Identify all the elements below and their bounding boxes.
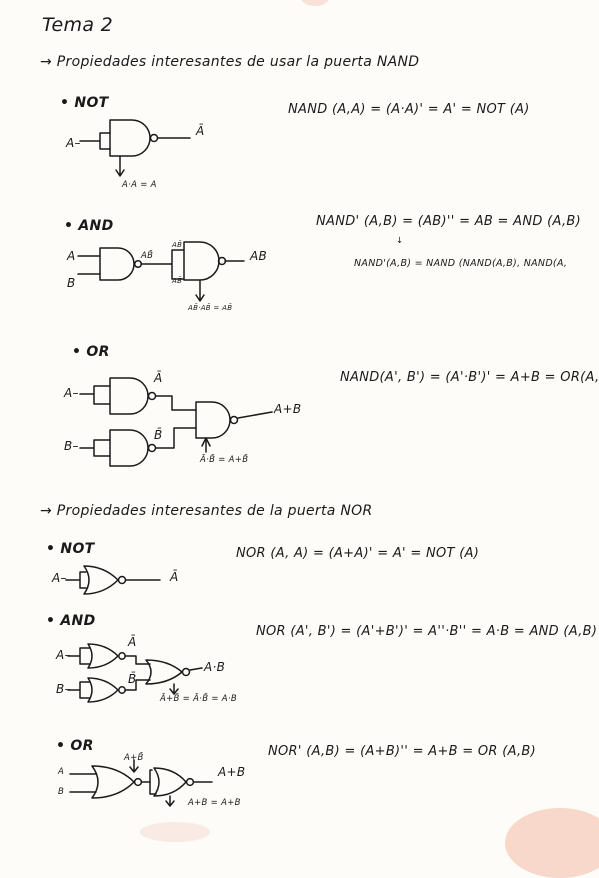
- nor-not-output: Ā: [170, 570, 179, 584]
- nor-and-input-b: B–: [56, 682, 71, 696]
- nor-or-note: A+B = A+B: [188, 798, 241, 808]
- nor-not-equation: NOR (A, A) = (A+A)' = A' = NOT (A): [236, 546, 480, 561]
- nand-or-gate-a: [79, 377, 157, 415]
- nand-section-heading: → Propiedades interesantes de usar la pu…: [40, 54, 420, 70]
- nor-and-label: • AND: [46, 613, 96, 629]
- nand-or-equation: NAND(A', B') = (A'·B')' = A+B = OR(A,B: [340, 370, 599, 385]
- nand-or-a-bar: Ā: [154, 371, 163, 385]
- nor-and-output: A·B: [204, 660, 226, 674]
- nand-and-note: AB̄·AB̄ = AB̄: [188, 304, 233, 312]
- nor-or-label: • OR: [56, 738, 94, 754]
- nor-and-gate-a: [67, 643, 126, 669]
- nand-and-wire-label-bottom: AB̄: [172, 277, 183, 285]
- nand-and-input-a: A: [67, 249, 76, 263]
- nor-or-equation: NOR' (A,B) = (A+B)'' = A+B = OR (A,B): [268, 744, 537, 759]
- nand-or-input-b: B–: [64, 439, 79, 453]
- nand-or-gate-b: [79, 429, 157, 467]
- nor-and-gate-b: [67, 677, 126, 703]
- nor-or-output: A+B: [218, 765, 246, 779]
- nand-not-equation: NAND (A,A) = (A·A)' = A' = NOT (A): [288, 102, 530, 117]
- nand-and-equation: NAND' (A,B) = (AB)'' = AB = AND (A,B): [316, 214, 581, 229]
- nand-or-gate-out: [155, 395, 273, 453]
- nand-not-input-a: A–: [66, 136, 81, 150]
- nand-or-input-a: A–: [64, 386, 79, 400]
- nor-and-b-bar: B̄: [128, 672, 137, 686]
- nand-and-wire-label-top: AB̄: [172, 241, 183, 249]
- nand-not-output: Ā: [196, 124, 205, 138]
- nand-or-output: A+B: [274, 402, 302, 416]
- nor-not-input-a: A–: [52, 571, 67, 585]
- paper-stain-top: [300, 0, 330, 6]
- nor-and-equation: NOR (A', B') = (A'+B')' = A''·B'' = A·B …: [256, 624, 598, 639]
- nor-and-input-a: A–: [56, 648, 71, 662]
- nand-and-label: • AND: [64, 218, 114, 234]
- nor-or-gate-2: [149, 767, 213, 807]
- nor-section-heading: → Propiedades interesantes de la puerta …: [40, 503, 373, 519]
- nor-not-gate: [65, 565, 161, 595]
- nand-not-gate: [79, 119, 191, 177]
- nor-or-input-b: B: [58, 787, 65, 797]
- nor-and-gate-out: [124, 655, 203, 695]
- nand-and-equation2: NAND'(A,B) = NAND (NAND(A,B), NAND(A,: [354, 258, 568, 269]
- nand-and-wire-label: AB̄: [141, 251, 154, 261]
- nand-and-output: AB: [250, 249, 268, 263]
- nand-or-b-bar: B̄: [154, 428, 163, 442]
- nor-or-input-a: A: [58, 767, 65, 777]
- nor-and-note: Ā+B̄ = Ā·B̄ = A·B: [160, 694, 238, 704]
- nand-not-label: • NOT: [60, 95, 109, 111]
- nand-not-note: A·A = A: [122, 180, 157, 190]
- nand-and-gate-1: [77, 247, 185, 281]
- nor-or-wire-label: A+B̄: [124, 753, 144, 763]
- nand-or-label: • OR: [72, 344, 110, 360]
- nor-and-a-bar: Ā: [128, 635, 137, 649]
- nor-or-gate-1: [69, 759, 151, 799]
- nand-and-arrow: ↓: [396, 236, 404, 246]
- paper-stain-bottom-small: [140, 822, 210, 842]
- page-title: Tema 2: [42, 14, 114, 36]
- nor-not-label: • NOT: [46, 541, 95, 557]
- nand-and-gate-2: [183, 241, 245, 302]
- nand-or-note: Ā·B̄ = A+B̄: [200, 455, 249, 465]
- logic-gate-diagrams: [65, 119, 273, 807]
- nand-and-input-b: B: [67, 276, 76, 290]
